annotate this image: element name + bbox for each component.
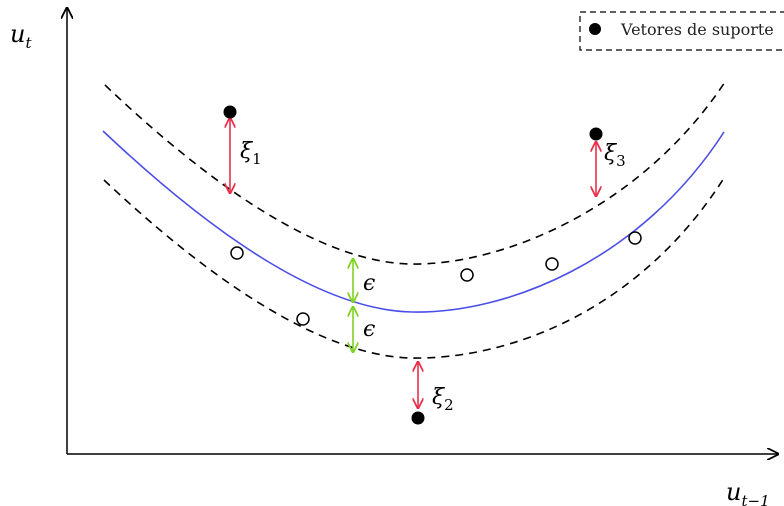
upper-margin-boundary — [104, 81, 726, 265]
data-point — [545, 257, 559, 271]
epsilon-label-lower: ϵ — [363, 317, 375, 342]
support-vector-3 — [589, 127, 603, 141]
lower-margin-boundary — [103, 177, 725, 359]
slack-label-3: ξ3 — [604, 141, 626, 170]
legend: Vetores de suporte — [579, 11, 784, 51]
data-point — [296, 312, 310, 326]
data-point — [628, 231, 642, 245]
legend-label: Vetores de suporte — [620, 20, 774, 39]
support-vector-2 — [411, 411, 425, 425]
slack-label-2: ξ2 — [432, 385, 454, 414]
x-axis-label: ut−1 — [726, 478, 770, 506]
data-point — [230, 246, 244, 260]
regression-curve — [102, 130, 725, 313]
epsilon-label-upper: ϵ — [363, 271, 375, 296]
data-point — [460, 268, 474, 282]
legend-box — [579, 11, 784, 51]
slack-label-1: ξ1 — [240, 139, 262, 168]
legend-support-vector-marker — [589, 23, 601, 35]
support-vector-1 — [223, 105, 237, 119]
y-axis-label: ut — [10, 20, 32, 52]
